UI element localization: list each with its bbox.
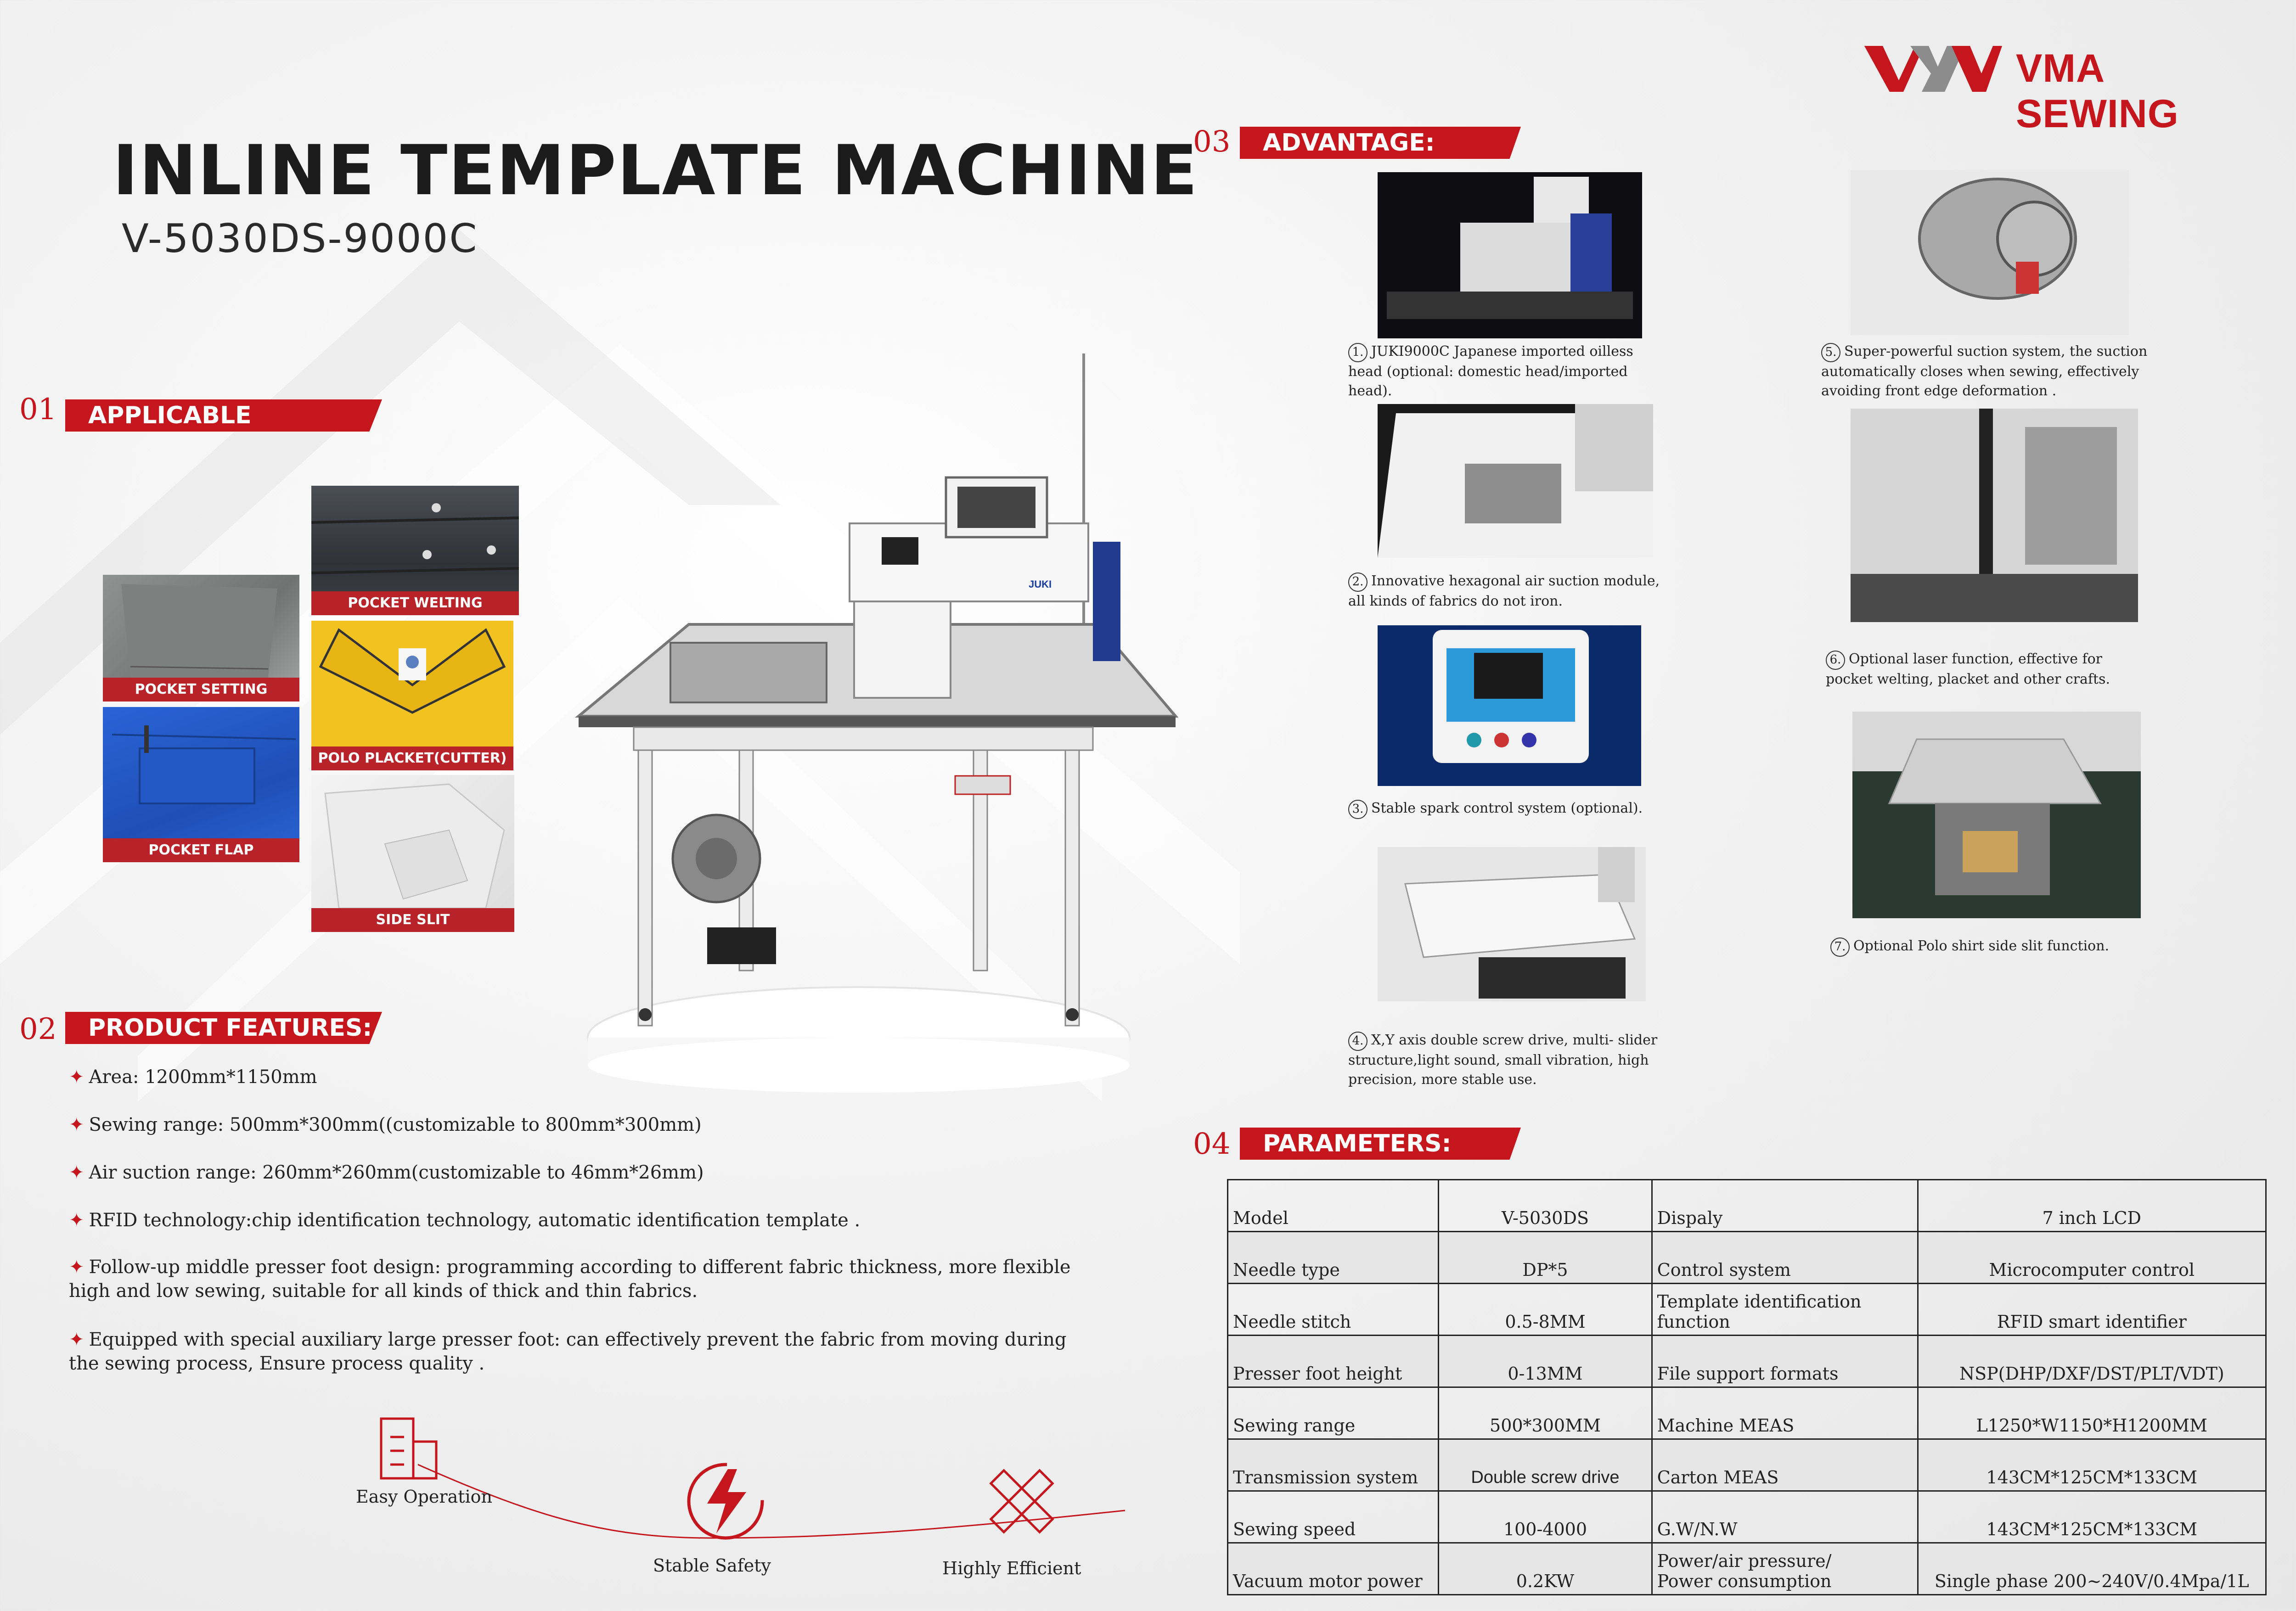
star-icon: ✦ [69,1210,84,1231]
model-number: V-5030DS-9000C [122,216,478,262]
star-icon: ✦ [69,1162,84,1183]
section-number-03: 03 [1193,125,1231,159]
number-badge: 1. [1348,343,1367,362]
number-badge: 7. [1830,937,1850,957]
advantage-photo-side-slit [1852,712,2141,918]
process-photo-pocket-welting: POCKET WELTING [311,486,519,615]
number-badge: 5. [1821,343,1840,362]
brand-name: VMA SEWING [2016,46,2179,136]
section-header-parameters: PARAMETERS: [1240,1128,1521,1160]
advantage-photo-juki-head [1378,172,1642,338]
advantage-text: 6.Optional laser function, effective for… [1826,651,2110,687]
star-icon: ✦ [69,1114,84,1135]
lightning-cycle-icon [687,1463,764,1540]
advantage-photo-screw-drive [1378,847,1646,1001]
process-photo-polo-placket: POLO PLACKET(CUTTER) [311,621,513,770]
machine-image: JUKI [574,354,1179,1093]
advantage-text: 2.Innovative hexagonal air suction modul… [1348,573,1660,609]
feature-item: ✦Equipped with special auxiliary large p… [69,1329,1067,1374]
number-badge: 6. [1826,651,1845,670]
vmv-logo-icon [1864,46,2002,92]
star-icon: ✦ [69,1329,84,1350]
process-label: POCKET SETTING [103,678,299,702]
advantage-text: 3.Stable spark control system (optional)… [1348,799,1660,819]
advantage-text: 5.Super-powerful suction system, the suc… [1821,343,2148,399]
section-number-02: 02 [19,1012,57,1046]
section-number-04: 04 [1193,1127,1231,1161]
page-title: INLINE TEMPLATE MACHINE [113,131,1199,211]
feature-item: ✦Air suction range: 260mm*260mm(customiz… [69,1162,704,1183]
brand-logo: VMA SEWING [1864,41,2278,136]
section-number-01: 01 [19,393,57,427]
easy-operation-label: Easy Operation [356,1487,493,1507]
building-icon [380,1417,438,1480]
section-header-advantage: ADVANTAGE: [1240,127,1521,159]
process-photo-pocket-setting: POCKET SETTING [103,575,299,702]
process-label: POLO PLACKET(CUTTER) [311,747,513,770]
section-header-applicable-process: APPLICABLE PROCESS： [65,399,382,432]
process-label: POCKET WELTING [311,591,519,615]
machine-brand-label: JUKI [1029,578,1052,590]
feature-item: ✦RFID technology:chip identification tec… [69,1210,861,1231]
number-badge: 4. [1348,1032,1367,1051]
feature-item: ✦Area: 1200mm*1150mm [69,1067,317,1088]
advantage-text: 4.X,Y axis double screw drive, multi- sl… [1348,1032,1658,1088]
advantage-photo-air-suction [1378,404,1653,558]
advantage-photo-suction-motor [1851,170,2129,335]
star-icon: ✦ [69,1257,84,1278]
feature-item: ✦Sewing range: 500mm*300mm((customizable… [69,1114,702,1135]
stable-safety-label: Stable Safety [653,1555,771,1576]
advantage-photo-laser [1851,409,2138,622]
process-photo-side-slit: SIDE SLIT [311,775,514,932]
advantage-photo-control-screen [1378,625,1641,786]
highly-efficient-label: Highly Efficient [942,1558,1081,1578]
process-label: POCKET FLAP [103,838,299,862]
section-header-product-features: PRODUCT FEATURES: [65,1012,382,1044]
feature-icons-connector [380,1417,1125,1540]
number-badge: 3. [1348,800,1367,819]
advantage-text: 1.JUKI9000C Japanese imported oilless he… [1348,343,1633,399]
number-badge: 2. [1348,573,1367,592]
feature-item: ✦Follow-up middle presser foot design: p… [69,1257,1071,1302]
advantage-text: 7.Optional Polo shirt side slit function… [1830,937,2152,957]
ruler-pencil-icon [989,1469,1054,1534]
process-label: SIDE SLIT [311,908,514,932]
process-photo-pocket-flap: POCKET FLAP [103,707,299,862]
star-icon: ✦ [69,1067,84,1088]
